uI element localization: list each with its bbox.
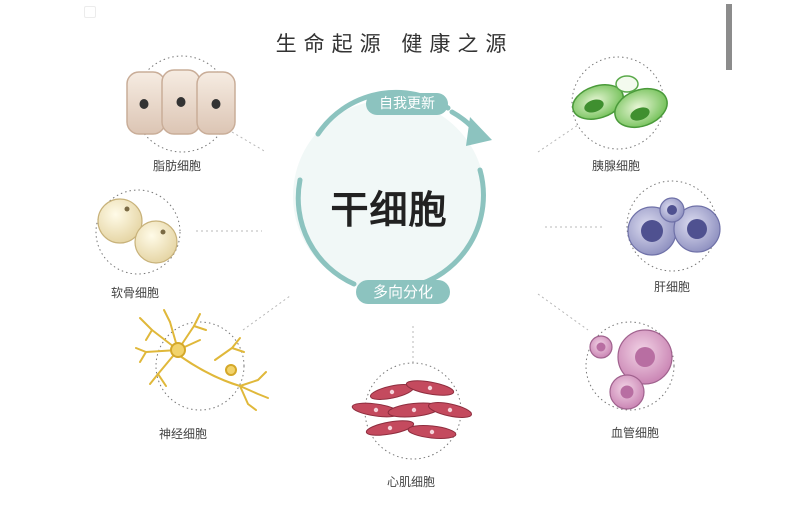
liver-cell-icon [627,197,721,256]
frame-vessel [585,321,675,411]
connector-pancreas [537,124,579,153]
page-title: 生命起源 健康之源 [275,32,514,56]
corner-mark [84,6,96,18]
label-nerve-cell: 神经细胞 [159,427,208,441]
cycle-arrow-icon [466,117,492,146]
ring-arc-left [295,177,357,287]
nerve-cell-icon [135,309,269,411]
self-renewal-badge: 自我更新 [366,93,448,115]
connector-vessel [537,293,589,331]
center-ring-fill [293,100,485,292]
center-label: 干细胞 [330,188,448,232]
fat-cell-icon [126,69,236,135]
label-pancreas-cell: 胰腺细胞 [592,159,641,173]
heart-cell-icon [351,380,473,439]
scrollbar[interactable] [726,4,732,70]
differentiation-badge: 多向分化 [356,280,450,304]
vessel-cell-icon [589,329,673,410]
connector-nerve [242,295,291,331]
label-fat-cell: 脂肪细胞 [153,159,202,173]
frame-cartilage [95,189,181,275]
label-liver-cell: 肝细胞 [654,280,691,294]
label-cartilage-cell: 软骨细胞 [111,286,160,300]
pancreas-cell-icon [572,75,668,129]
frame-nerve [155,321,245,411]
connector-fat [231,131,267,153]
cartilage-cell-icon [97,198,178,264]
label-vessel-cell: 血管细胞 [611,426,660,440]
label-heart-cell: 心肌细胞 [387,475,436,489]
